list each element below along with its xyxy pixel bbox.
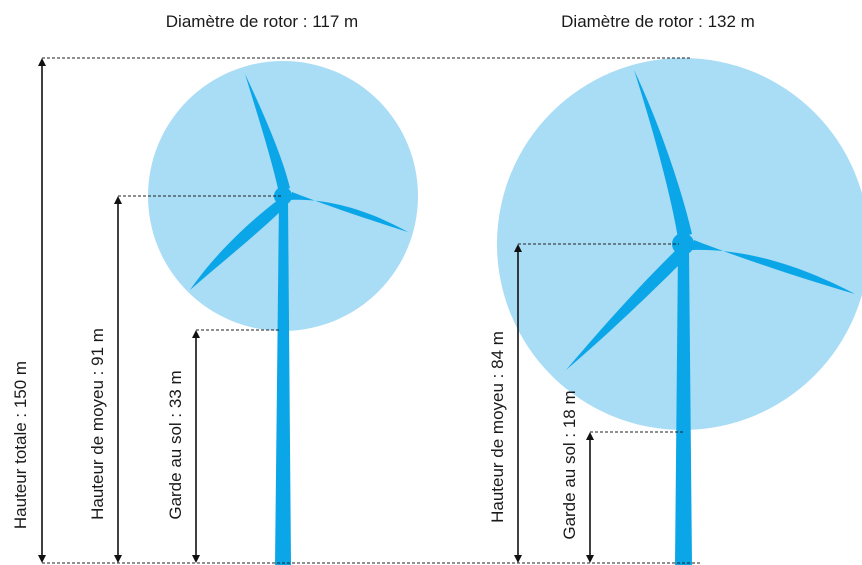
- hub-height-label-1: Hauteur de moyeu : 91 m: [88, 328, 107, 520]
- mast-1: [275, 200, 291, 565]
- hub-2: [672, 233, 694, 255]
- blade-1-left: [190, 200, 287, 290]
- hub-height-label-2: Hauteur de moyeu : 84 m: [488, 331, 507, 523]
- turbine-1: [190, 74, 408, 565]
- blade-2-up: [634, 70, 692, 238]
- blade-1-right: [290, 192, 408, 232]
- blade-1-up: [245, 74, 290, 193]
- blade-2-right: [692, 240, 855, 294]
- ground-clearance-label-1: Garde au sol : 33 m: [166, 370, 185, 519]
- mast-2: [675, 250, 692, 565]
- rotor-diameter-label-1: Diamètre de rotor : 117 m: [166, 12, 358, 31]
- ground-clearance-label-2: Garde au sol : 18 m: [560, 390, 579, 539]
- blade-2-left: [566, 250, 686, 370]
- rotor-diameter-label-2: Diamètre de rotor : 132 m: [561, 12, 755, 31]
- turbine-2: [566, 70, 855, 565]
- total-height-label: Hauteur totale : 150 m: [11, 361, 30, 529]
- hub-1: [274, 187, 292, 205]
